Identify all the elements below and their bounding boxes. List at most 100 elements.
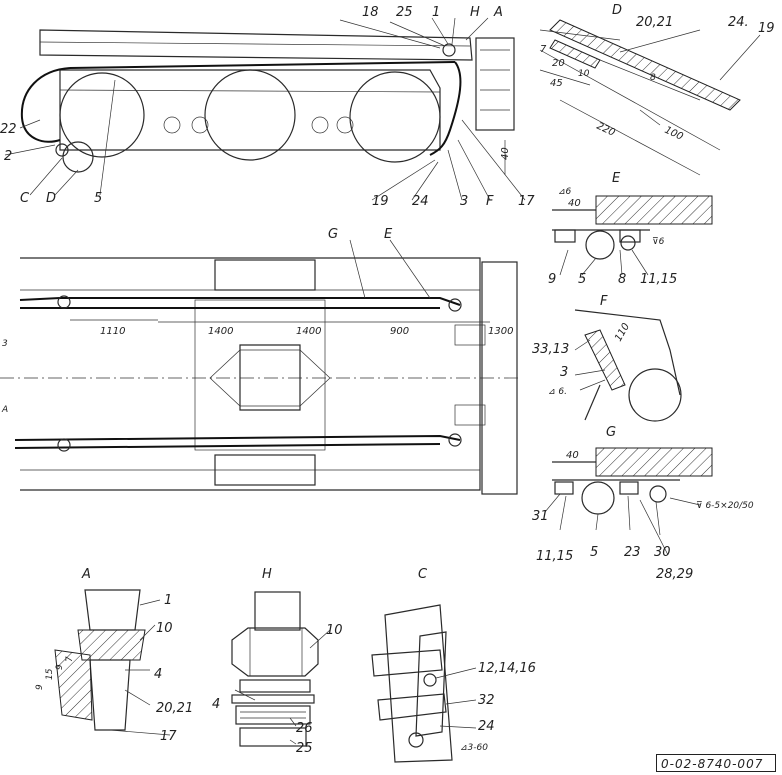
- plan-view: [0, 239, 520, 495]
- section-c-label-121416: 12,14,16: [478, 661, 536, 676]
- section-mark-a: A: [1, 405, 8, 415]
- section-h-label-10: 10: [326, 623, 343, 638]
- detail-d: [539, 19, 761, 176]
- detail-e-weld-2: ⊽6: [652, 237, 665, 247]
- detail-f-title: F: [600, 294, 608, 309]
- document-number: 0-02-8740-007: [656, 754, 776, 772]
- detail-g-label-31: 31: [532, 509, 549, 524]
- center-plate: [239, 344, 301, 411]
- label-3: 3: [460, 194, 468, 209]
- wheel-2: [204, 69, 296, 161]
- plan-pipe-lower: [14, 434, 461, 441]
- side-view: [4, 17, 526, 201]
- section-h-label-25: 25: [296, 741, 313, 756]
- dim-1110: 1110: [100, 326, 125, 337]
- detail-d-label-19: 19: [758, 21, 775, 36]
- brake-hose-left: [20, 67, 71, 143]
- detail-g-title: G: [606, 425, 616, 440]
- detail-d-dim-100: 100: [663, 125, 685, 143]
- detail-e-label-9: 9: [548, 272, 556, 287]
- section-mark-3: 3: [2, 339, 8, 349]
- label-c: C: [20, 191, 30, 206]
- detail-e-label-5: 5: [578, 272, 586, 287]
- label-2: 2: [4, 149, 12, 164]
- wheel-3: [349, 71, 441, 163]
- detail-f-weld: ⊿ 6.: [548, 387, 567, 397]
- detail-d-dim-8: 8: [650, 73, 656, 83]
- detail-f-dim-110: 110: [613, 321, 632, 343]
- detail-g-label-23: 23: [624, 545, 641, 560]
- detail-e-weld-1: ⊿6: [558, 187, 572, 197]
- section-a-fitting-top: [84, 589, 141, 631]
- dim-1400-a: 1400: [208, 326, 233, 337]
- section-a-title: A: [81, 567, 91, 582]
- detail-e-label-1115: 11,15: [640, 272, 677, 287]
- section-a-label-2021: 20,21: [156, 701, 193, 716]
- detail-g-label-1115: 11,15: [536, 549, 573, 564]
- section-a-label-17: 17: [160, 729, 177, 744]
- label-a: A: [493, 5, 503, 20]
- dim-40: 40: [500, 147, 511, 160]
- frame-top-rail: [39, 29, 473, 61]
- detail-f-wheel: [628, 368, 682, 422]
- detail-d-dim-7: 7: [540, 44, 547, 55]
- detail-f-label-3313: 33,13: [532, 342, 569, 357]
- detail-e-pipe: [585, 230, 615, 260]
- plan-outline: [20, 257, 481, 491]
- detail-d-dim-45: 45: [550, 78, 563, 89]
- detail-g: [544, 447, 713, 556]
- wheel-1: [59, 72, 145, 158]
- label-h: H: [470, 5, 480, 20]
- section-c-bracket: [384, 604, 453, 763]
- section-c-title: C: [418, 567, 428, 582]
- section-a: [54, 589, 171, 736]
- end-buffer-block: [475, 37, 515, 131]
- section-h-nut: [231, 627, 319, 677]
- section-a-label-4: 4: [154, 667, 162, 682]
- dim-900: 900: [390, 326, 409, 337]
- detail-g-label-5: 5: [590, 545, 598, 560]
- label-f: F: [486, 194, 494, 209]
- section-h-pipe-top: [254, 591, 301, 631]
- detail-d-dim-10: 10: [578, 69, 590, 79]
- section-h-title: H: [262, 567, 272, 582]
- label-19: 19: [372, 194, 389, 209]
- detail-g-weld: ⊽ 6-5×20/50: [696, 501, 754, 511]
- detail-g-label-30: 30: [654, 545, 671, 560]
- label-24: 24: [412, 194, 429, 209]
- label-d: D: [46, 191, 56, 206]
- detail-d-label-24: 24.: [728, 15, 749, 30]
- detail-e-dim-40: 40: [568, 198, 581, 209]
- section-h-label-26: 26: [296, 721, 313, 736]
- section-a-dim-7: 7: [65, 656, 75, 662]
- label-25: 25: [396, 5, 413, 20]
- detail-d-circle: [62, 141, 94, 173]
- detail-e-title: E: [612, 171, 621, 186]
- detail-d-label-2021: 20,21: [636, 15, 673, 30]
- detail-d-hatched-rail: [549, 19, 741, 111]
- section-a-dim-15: 15: [45, 668, 55, 680]
- detail-f: [574, 309, 682, 422]
- label-1: 1: [432, 5, 440, 20]
- brake-pipe: [69, 61, 456, 69]
- detail-g-dim-40: 40: [566, 450, 579, 461]
- detail-g-beam: [595, 447, 713, 477]
- plan-pipe-upper: [19, 297, 461, 306]
- section-c-weld: ⊿3-60: [460, 743, 488, 753]
- section-h-label-4: 4: [212, 697, 220, 712]
- detail-d-dim-220: 220: [595, 121, 617, 139]
- dim-1300: 1300: [488, 326, 513, 337]
- detail-d-dim-20: 20: [552, 58, 565, 69]
- section-c-label-32: 32: [478, 693, 495, 708]
- detail-f-bracket: [574, 309, 681, 396]
- bogie-frame: [59, 69, 441, 151]
- label-18: 18: [362, 5, 379, 20]
- label-5: 5: [94, 191, 102, 206]
- section-a-dim-9b: 9: [55, 664, 65, 670]
- detail-e-label-8: 8: [618, 272, 626, 287]
- dim-1400-b: 1400: [296, 326, 321, 337]
- section-a-label-10: 10: [156, 621, 173, 636]
- section-a-label-1: 1: [164, 593, 172, 608]
- detail-e-beam: [595, 195, 713, 225]
